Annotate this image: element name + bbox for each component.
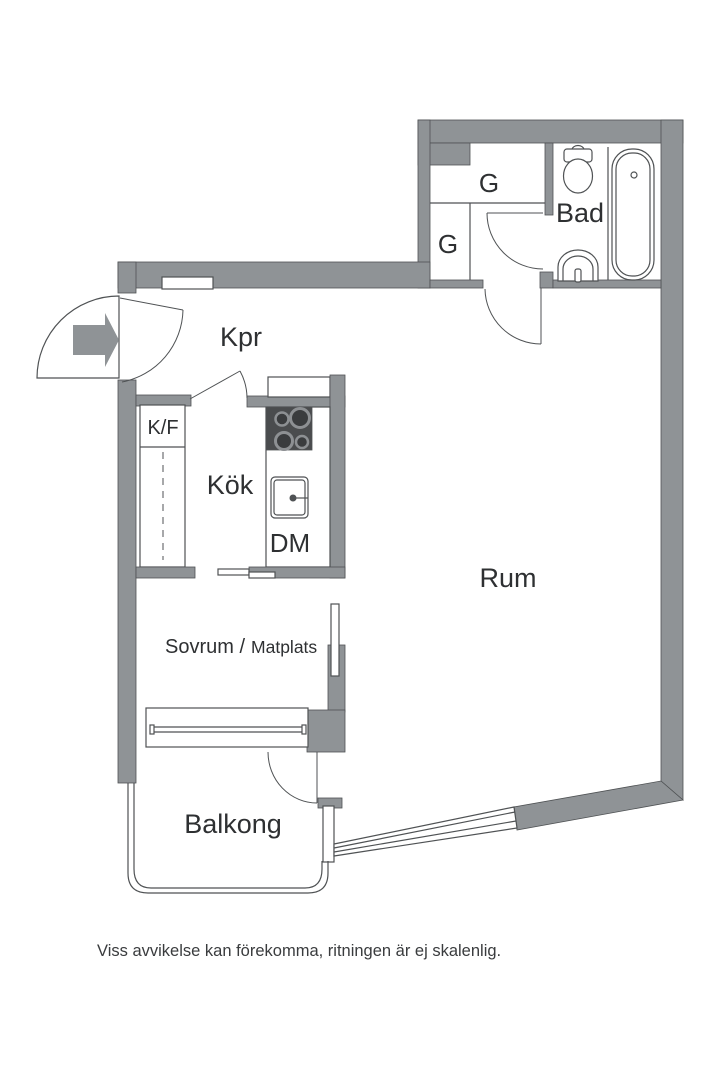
label-living-room: Rum — [479, 563, 536, 593]
entrance-door-leaf — [119, 297, 184, 311]
stove — [265, 406, 313, 451]
labels: G G Bad Kpr K/F Kök DM Rum Sovrum / Matpl… — [97, 168, 604, 960]
window-rail-cap-left — [149, 724, 155, 735]
bathroom-sink — [557, 249, 599, 283]
balcony-railing-inner — [133, 783, 323, 889]
wall-bad-partition — [544, 142, 554, 216]
angled-window-line-1 — [333, 811, 516, 849]
burner-bottom-right — [294, 434, 310, 450]
fridge-freezer-cabinet — [139, 404, 186, 568]
wall-bathroom-bottom-right — [552, 279, 662, 289]
bathroom-sink-inner — [562, 255, 594, 281]
label-bathroom: Bad — [556, 198, 604, 228]
kitchen-wall-column — [329, 374, 346, 579]
bathroom-sink-outer — [557, 249, 599, 282]
wall-top — [417, 119, 684, 144]
label-bedroom-dining: Sovrum / Matplats — [165, 636, 317, 658]
entrance-door-arc — [121, 309, 184, 383]
balcony-block — [127, 751, 518, 894]
bathtub-outer — [611, 148, 655, 281]
bathtub — [611, 148, 655, 281]
label-dishwasher: DM — [270, 528, 310, 558]
label-hallway: Kpr — [220, 322, 262, 352]
entrance — [36, 295, 184, 383]
bad-door-jamb-stub — [539, 271, 554, 289]
burner-top-left — [274, 411, 290, 427]
kitchen-door-arc — [239, 370, 248, 399]
balcony-window-frame — [322, 805, 335, 863]
vestibule-door-arc — [484, 288, 542, 345]
disclaimer-text: Viss avvikelse kan förekomma, ritningen … — [97, 942, 501, 960]
outer-walls — [117, 119, 684, 831]
wall-left-lower — [117, 379, 137, 784]
window-rail-cap-right — [301, 724, 307, 735]
label-closet-upper: G — [479, 168, 499, 198]
hallway-niche — [161, 276, 214, 290]
angled-window-frame — [333, 806, 518, 857]
label-bedroom: Sovrum / — [165, 636, 245, 658]
fridge-freezer-outline — [139, 404, 186, 568]
window-side-block — [306, 709, 346, 753]
bathroom-sink-tap — [574, 268, 582, 283]
label-balcony: Balkong — [184, 809, 282, 839]
sliding-door-panel-vertical — [330, 603, 340, 677]
balcony-door-arc — [267, 751, 318, 804]
label-kitchen: Kök — [207, 470, 254, 500]
bathroom-block — [429, 142, 662, 345]
bedroom-window — [145, 707, 309, 748]
wall-right — [660, 119, 684, 801]
angled-window-line-2 — [333, 820, 517, 853]
bathtub-drain — [630, 171, 638, 179]
bathtub-inner — [615, 152, 651, 277]
angled-window — [333, 806, 518, 857]
entrance-arrow-icon — [73, 313, 119, 367]
sliding-door-panel-1 — [217, 568, 250, 576]
label-closet-lower: G — [438, 229, 458, 259]
balcony-railing-outer — [127, 783, 329, 894]
burner-bottom-left — [274, 431, 294, 451]
kitchen-faucet — [289, 494, 297, 502]
burner-top-right — [289, 407, 311, 429]
sliding-door-panel-2 — [248, 571, 276, 579]
wall-bathroom-bottom-left — [429, 279, 484, 289]
label-dining: Matplats — [251, 637, 317, 657]
kitchen-niche — [267, 376, 331, 398]
kitchen-block — [135, 370, 346, 579]
kitchen-door-stub-left — [135, 394, 192, 407]
label-fridge-freezer: K/F — [147, 417, 178, 439]
toilet — [562, 144, 594, 194]
wall-angled — [513, 780, 684, 831]
bedroom-block — [135, 566, 346, 753]
bedroom-wall-left-stub — [135, 566, 196, 579]
bad-door-arc — [486, 212, 544, 270]
toilet-bowl — [562, 158, 594, 194]
kitchen-door-leaf — [189, 370, 241, 400]
wall-left-upper — [117, 261, 137, 294]
kitchen-sink — [270, 476, 309, 519]
